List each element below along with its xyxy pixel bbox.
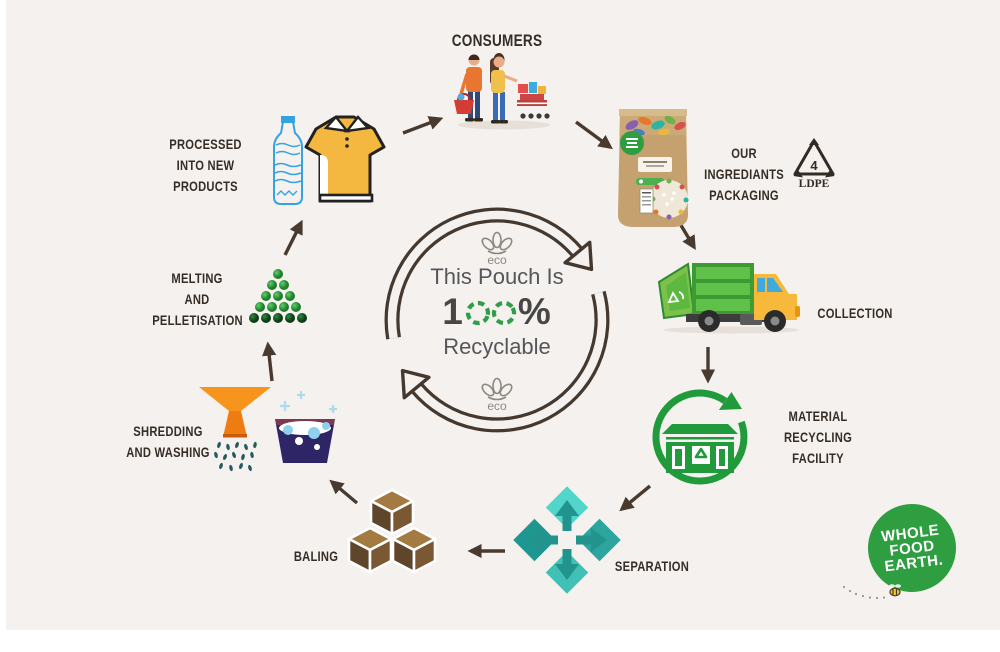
center-cycle-emblem: eco eco — [384, 207, 610, 433]
truck-body — [692, 263, 754, 316]
mrf-label-line3: FACILITY — [792, 450, 844, 466]
percent-sign: % — [517, 291, 552, 332]
arrow-shredding-to-melting — [262, 341, 277, 382]
consumers-label: CONSUMERS — [437, 28, 557, 54]
baling-label: BALING — [280, 546, 352, 567]
mrf-label-line1: MATERIAL — [788, 408, 848, 424]
kraft-pouch — [618, 109, 689, 227]
packaging-label-line1: OUR INGREDIANTS — [704, 145, 784, 182]
truck-wheels — [698, 310, 786, 332]
collection-label-text: COLLECTION — [817, 305, 893, 321]
ldpe-label: LDPE — [799, 178, 830, 190]
garbage-truck-illustration — [657, 262, 800, 334]
arrow-packaging-to-collection — [677, 221, 696, 251]
packaging-label: OUR INGREDIANTS PACKAGING — [699, 143, 789, 206]
truck-cab — [754, 274, 800, 320]
separation-label-text: SEPARATION — [614, 558, 690, 574]
bottle-and-tshirt-icon — [273, 115, 386, 205]
melting-label-line2: AND — [184, 291, 210, 307]
eco-icon-bottom — [481, 377, 513, 401]
truck-hopper — [657, 262, 696, 320]
mrf-label: MATERIAL RECYCLING FACILITY — [778, 406, 858, 469]
pellet-pyramid-icon — [249, 269, 307, 323]
cycle-ring-arrows — [384, 207, 610, 433]
center-line1: This Pouch Is — [430, 264, 564, 289]
arrow-consumers-to-packaging — [574, 120, 613, 150]
melting-label-line1: MELTING — [171, 270, 223, 286]
green-recycled-zeros-icon — [465, 300, 516, 326]
shredding-label-line1: SHREDDING — [133, 423, 203, 439]
bale-cube-top — [369, 488, 415, 536]
shredder-funnel — [199, 387, 271, 438]
bale-cube-left — [347, 526, 393, 574]
melting-label: MELTING AND PELLETISATION — [152, 268, 242, 331]
eco-label-top: eco — [487, 253, 507, 267]
center-claim: This Pouch Is 1% Recyclable — [402, 262, 592, 362]
tshirt-icon — [304, 115, 386, 203]
arrow-melting-to-processed — [283, 219, 303, 256]
processed-label-line2: INTO NEW PRODUCTS — [173, 157, 238, 194]
packaging-label-line2: PACKAGING — [709, 187, 779, 203]
water-bottle-icon — [273, 116, 303, 205]
shoppers-with-cart-illustration — [454, 53, 550, 130]
four-way-arrows-diamond-icon — [513, 486, 621, 594]
arrow-mrf-to-separation — [619, 484, 652, 512]
sparkles — [280, 391, 337, 413]
bale-cube-right — [391, 526, 437, 574]
ldpe-number: 4 — [810, 158, 818, 173]
recycling-facility-circle-icon — [652, 389, 748, 485]
recycling-triangle-symbol: 4 LDPE — [793, 138, 835, 190]
separation-label: SEPARATION — [608, 556, 696, 577]
eco-icon-top — [481, 231, 513, 255]
mrf-label-line2: RECYCLING — [783, 429, 853, 445]
logo-text: WHOLE FOOD EARTH. — [880, 521, 944, 575]
collection-label: COLLECTION — [811, 303, 899, 324]
processed-label: PROCESSED INTO NEW PRODUCTS — [156, 134, 256, 197]
arrow-products-to-consumers — [402, 116, 444, 135]
center-percent: 1% — [402, 292, 592, 332]
separation-arrows — [527, 500, 607, 580]
pouch-art-band — [625, 115, 686, 136]
processed-label-line1: PROCESSED — [169, 136, 242, 152]
funnel-and-wash-basin-icon — [199, 387, 337, 472]
eco-label-bottom: eco — [487, 399, 507, 413]
shredded-droplets — [214, 441, 257, 472]
consumers-label-text: CONSUMERS — [451, 31, 543, 50]
woman-shopper — [490, 53, 518, 124]
shredding-label-line2: AND WASHING — [126, 444, 210, 460]
arrow-baling-to-shredding — [329, 479, 359, 505]
facility-building — [662, 424, 738, 473]
percent-digit-1: 1 — [442, 291, 464, 332]
shredding-label: SHREDDING AND WASHING — [122, 421, 215, 463]
man-shopper — [454, 54, 483, 122]
wash-basin — [275, 391, 337, 463]
stacked-bales-cubes-icon — [347, 488, 437, 574]
melting-label-line3: PELLETISATION — [152, 312, 243, 328]
bee-icon — [842, 584, 901, 600]
baling-label-text: BALING — [293, 548, 339, 564]
product-cart — [517, 82, 550, 119]
center-line3: Recyclable — [443, 334, 551, 359]
